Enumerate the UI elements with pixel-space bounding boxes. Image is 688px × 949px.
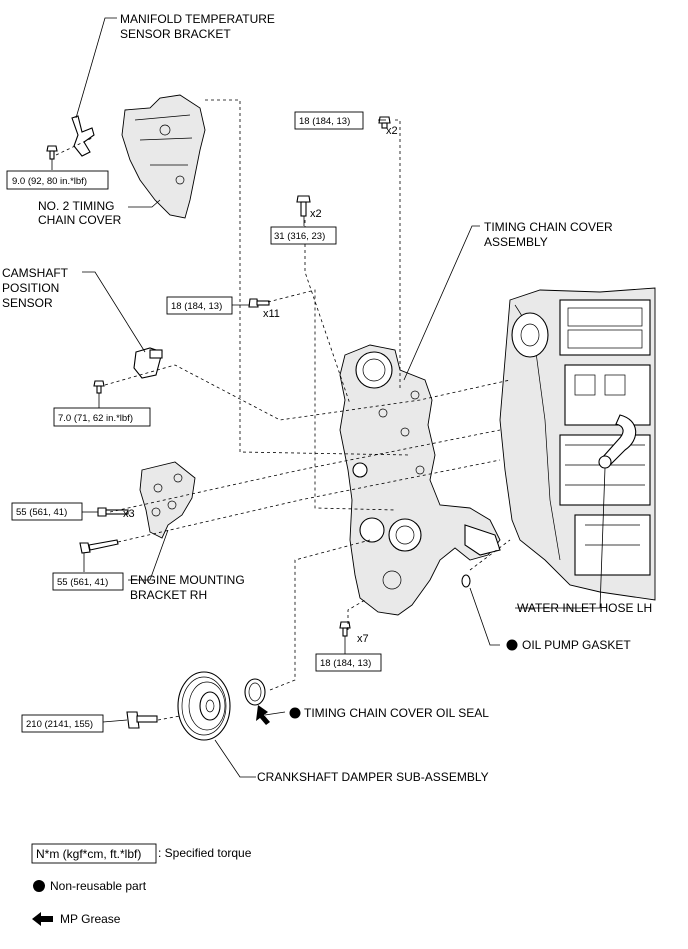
bolt-icon xyxy=(248,298,270,308)
timing-chain-cover-part xyxy=(339,344,501,616)
legend-grease-row: MP Grease xyxy=(32,912,121,926)
svg-text:210 (2141, 155): 210 (2141, 155) xyxy=(26,719,93,730)
bolt-icon xyxy=(97,507,129,517)
svg-text:31 (316, 23): 31 (316, 23) xyxy=(274,231,325,242)
bolt-icon xyxy=(126,711,158,729)
legend-non-reusable-row: Non-reusable part xyxy=(33,879,147,893)
torque-box-7: 7.0 (71, 62 in.*lbf) xyxy=(53,407,151,427)
crankshaft-damper-part xyxy=(177,671,231,741)
grease-arrow-icon xyxy=(32,912,53,926)
engine-mounting-bracket-part xyxy=(139,461,196,539)
non-reusable-dot-icon xyxy=(289,707,301,719)
manifold-temperature-sensor-bracket-part xyxy=(71,115,95,157)
bolt-icon xyxy=(339,621,351,637)
engine-mounting-bracket-label: ENGINE MOUNTING BRACKET RH xyxy=(130,573,248,602)
torque-box-18-top: 18 (184, 13) xyxy=(294,111,364,130)
bolt-icon xyxy=(93,380,105,394)
torque-box-18-bottom: 18 (184, 13) xyxy=(315,653,382,672)
leader-lines xyxy=(51,17,606,778)
svg-text:: Specified torque: : Specified torque xyxy=(158,846,252,860)
bolt-icon xyxy=(79,539,119,554)
torque-box-55-b: 55 (561, 41) xyxy=(52,572,124,591)
crankshaft-damper-label: CRANKSHAFT DAMPER SUB-ASSEMBLY xyxy=(257,770,489,784)
torque-box-210: 210 (2141, 155) xyxy=(21,714,104,733)
svg-text:7.0 (71, 62 in.*lbf): 7.0 (71, 62 in.*lbf) xyxy=(58,413,133,424)
svg-text:MP Grease: MP Grease xyxy=(60,912,121,926)
svg-text:55 (561, 41): 55 (561, 41) xyxy=(57,577,108,588)
camshaft-position-sensor-label: CAMSHAFT POSITION SENSOR xyxy=(2,266,71,310)
quantity-x11: x11 xyxy=(263,308,280,320)
no2-timing-chain-cover-part xyxy=(121,94,206,219)
legend-torque-row: N*m (kgf*cm, ft.*lbf) : Specified torque xyxy=(31,843,252,864)
no2-timing-chain-cover-label: NO. 2 TIMING CHAIN COVER xyxy=(38,199,122,227)
camshaft-position-sensor-part xyxy=(133,347,163,379)
timing-chain-cover-label: TIMING CHAIN COVER ASSEMBLY xyxy=(484,220,616,249)
legend: N*m (kgf*cm, ft.*lbf) : Specified torque… xyxy=(31,843,252,926)
oil-seal-part xyxy=(244,678,266,706)
quantity-x2-mid: x2 xyxy=(310,208,322,220)
engine-block-illustration xyxy=(499,287,656,601)
bolt-icon xyxy=(46,145,58,160)
svg-text:18 (184, 13): 18 (184, 13) xyxy=(320,658,371,669)
svg-text:55 (561, 41): 55 (561, 41) xyxy=(16,507,67,518)
svg-text:18 (184, 13): 18 (184, 13) xyxy=(171,301,222,312)
torque-box-18-mid: 18 (184, 13) xyxy=(166,296,233,315)
non-reusable-dot-icon xyxy=(33,880,45,892)
torque-box-9: 9.0 (92, 80 in.*lbf) xyxy=(6,170,109,190)
oil-seal-label: TIMING CHAIN COVER OIL SEAL xyxy=(304,706,489,720)
oil-pump-gasket-part xyxy=(461,574,471,588)
water-inlet-hose-label: WATER INLET HOSE LH xyxy=(517,601,652,615)
oil-pump-gasket-label: OIL PUMP GASKET xyxy=(522,638,631,652)
svg-text:9.0 (92, 80 in.*lbf): 9.0 (92, 80 in.*lbf) xyxy=(12,176,87,187)
svg-text:N*m (kgf*cm, ft.*lbf): N*m (kgf*cm, ft.*lbf) xyxy=(36,847,141,861)
torque-box-31: 31 (316, 23) xyxy=(270,226,337,245)
assembly-guide-lines xyxy=(55,99,511,721)
manifold-bracket-label: MANIFOLD TEMPERATURE SENSOR BRACKET xyxy=(120,12,278,41)
quantity-x7: x7 xyxy=(357,633,369,645)
svg-text:18 (184, 13): 18 (184, 13) xyxy=(299,116,350,127)
svg-text:Non-reusable part: Non-reusable part xyxy=(50,879,147,893)
torque-box-55-a: 55 (561, 41) xyxy=(11,502,83,521)
quantity-x2-top: x2 xyxy=(386,125,398,137)
quantity-x3: x3 xyxy=(123,508,135,520)
bolt-icon xyxy=(296,195,311,217)
non-reusable-dot-icon xyxy=(506,639,518,651)
grease-arrow-icon xyxy=(256,705,270,725)
